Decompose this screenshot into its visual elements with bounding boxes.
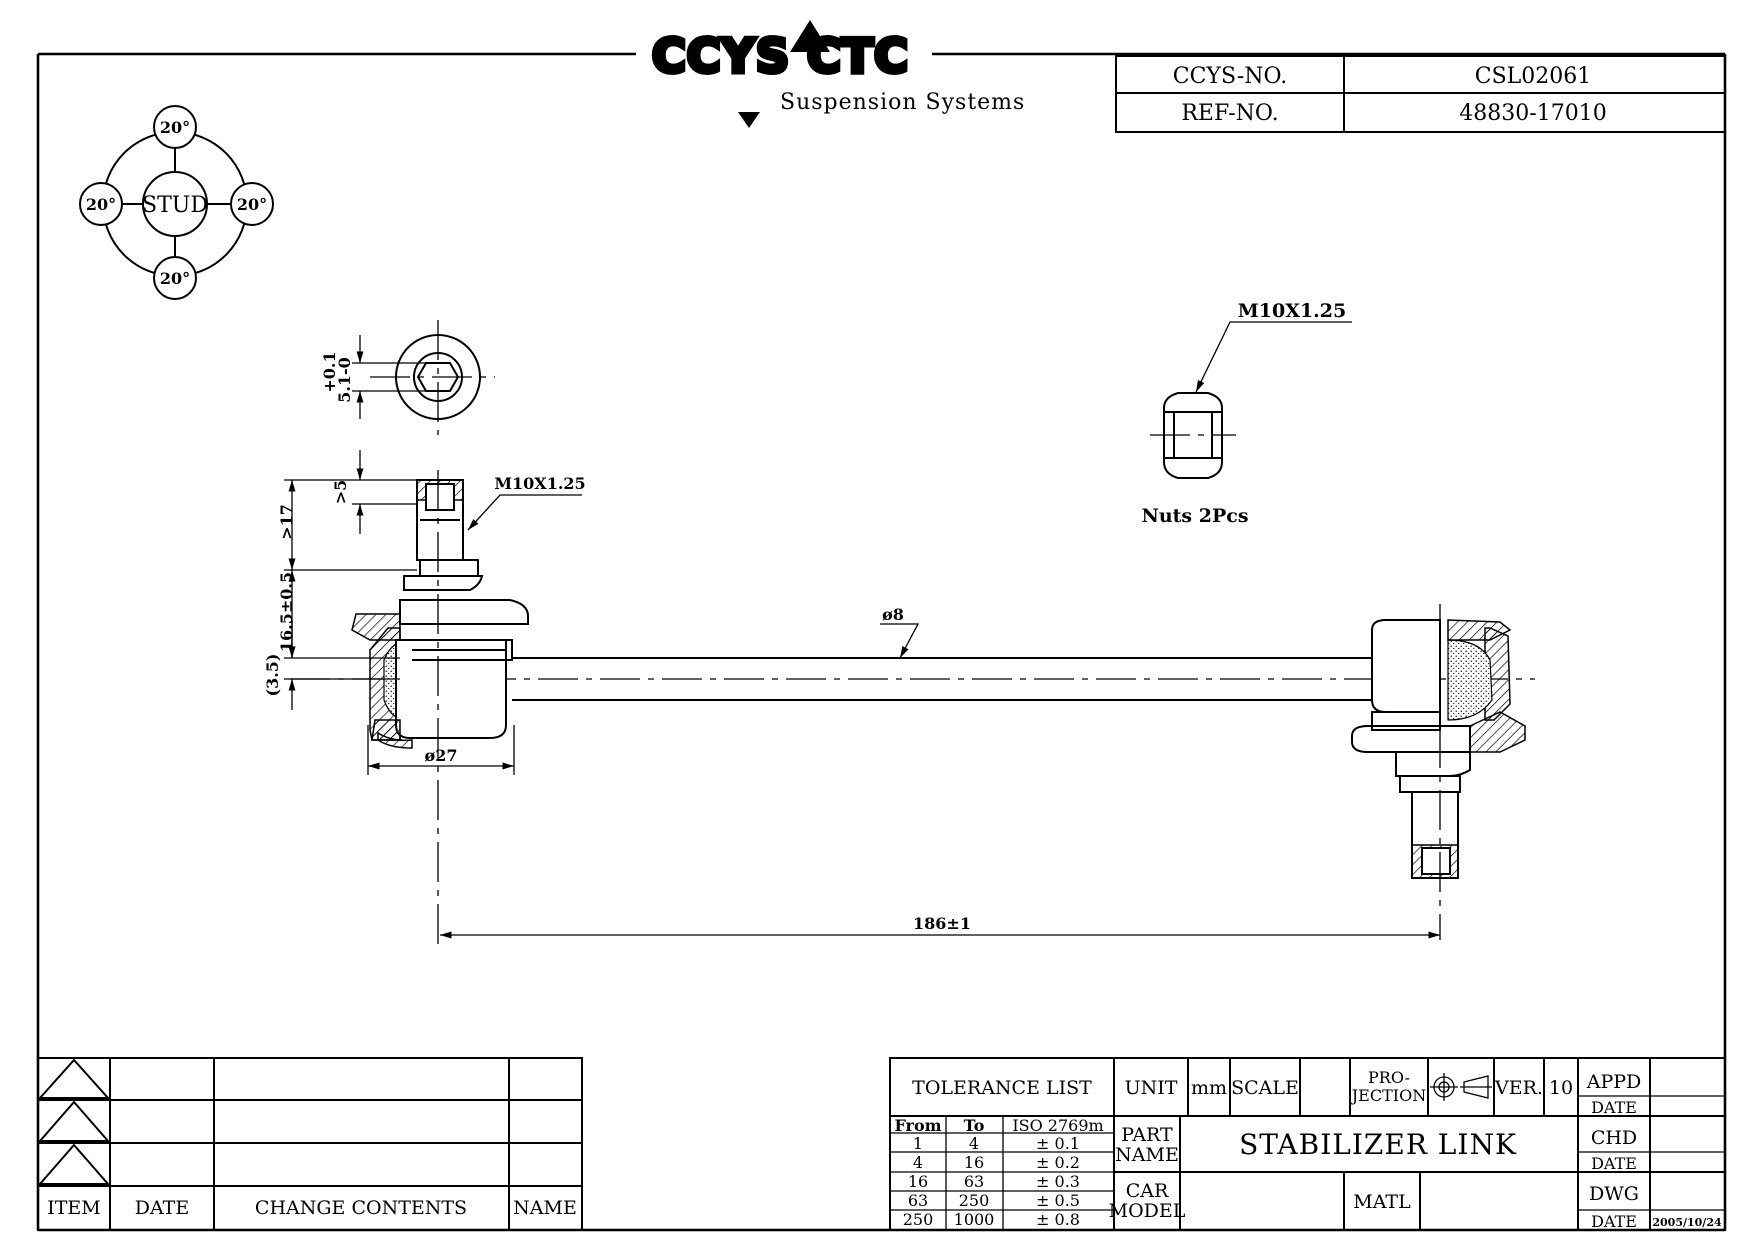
drawn-label: DWG xyxy=(1589,1183,1639,1205)
tolerance-rows: 1 4 ± 0.1 4 16 ± 0.2 16 63 ± 0.3 63 250 … xyxy=(903,1134,1080,1229)
dim-gt17: >17 xyxy=(277,504,296,540)
scale-label: SCALE xyxy=(1231,1077,1299,1099)
dim-height: 16.5±0.5 xyxy=(277,572,296,652)
revision-table: ITEM DATE CHANGE CONTENTS NAME xyxy=(37,1057,583,1231)
brand-logo: CCYS CTC Suspension Systems xyxy=(650,20,1025,128)
stabilizer-link-drawing xyxy=(290,470,1535,950)
tolerance-row-to: 1000 xyxy=(954,1210,995,1229)
logo-wordmark: CCYS CTC xyxy=(652,29,909,83)
logo-tagline: Suspension Systems xyxy=(780,90,1025,115)
logo-triangle-icon xyxy=(738,112,760,128)
hex-socket-end-view: +0.1 5.1-0 xyxy=(320,320,495,435)
part-name-label-line2: NAME xyxy=(1115,1144,1179,1166)
ref-no-label: REF-NO. xyxy=(1181,101,1278,126)
stud-thread-label: M10X1.25 xyxy=(494,474,585,493)
dim-rod-diameter: ø8 xyxy=(882,605,904,624)
hex-tolerance-top: +0.1 xyxy=(320,351,339,392)
tolerance-row-from: 4 xyxy=(913,1153,923,1172)
unit-value: mm xyxy=(1191,1077,1227,1099)
approved-label: APPD xyxy=(1586,1071,1642,1093)
tolerance-row-from: 250 xyxy=(903,1210,934,1229)
tolerance-header-to: To xyxy=(964,1116,985,1135)
hex-tolerance-main: 5.1-0 xyxy=(335,357,354,403)
title-block: TOLERANCE LIST From To ISO 2769m 1 4 ± 0… xyxy=(889,1057,1726,1231)
tolerance-header-from: From xyxy=(894,1116,941,1135)
nut-thread-label: M10X1.25 xyxy=(1238,300,1347,322)
stud-angle-right: 20° xyxy=(237,195,267,214)
ccys-no-label: CCYS-NO. xyxy=(1173,64,1288,89)
dim-housing-diameter: ø27 xyxy=(425,746,458,765)
tolerance-row-to: 63 xyxy=(964,1172,984,1191)
dim-offset: (3.5) xyxy=(263,654,282,697)
part-name-label-line1: PART xyxy=(1121,1124,1173,1146)
tolerance-row-to: 16 xyxy=(964,1153,984,1172)
revision-triangle-icon xyxy=(37,1058,111,1185)
dim-gt5: >5 xyxy=(331,480,350,505)
tolerance-list-title: TOLERANCE LIST xyxy=(912,1077,1092,1099)
tolerance-row-value: ± 0.5 xyxy=(1036,1191,1080,1210)
stud-angle-top: 20° xyxy=(160,118,190,137)
drawn-date-label: DATE xyxy=(1591,1212,1637,1231)
tolerance-row-from: 1 xyxy=(913,1134,923,1153)
checked-label: CHD xyxy=(1591,1127,1637,1149)
revision-header-name: NAME xyxy=(513,1197,577,1219)
car-model-label-line2: MODEL xyxy=(1109,1200,1186,1222)
revision-header-change-contents: CHANGE CONTENTS xyxy=(255,1197,467,1219)
revision-header-date: DATE xyxy=(135,1197,189,1219)
tolerance-header-iso: ISO 2769m xyxy=(1012,1116,1103,1135)
stud-label: STUD xyxy=(142,193,208,218)
drawn-date-value: 2005/10/24 xyxy=(1652,1216,1722,1229)
tolerance-row-value: ± 0.8 xyxy=(1036,1210,1080,1229)
tolerance-row-to: 250 xyxy=(959,1191,990,1210)
dim-length: 186±1 xyxy=(913,914,971,933)
material-label: MATL xyxy=(1353,1191,1411,1213)
stud-angle-diagram: STUD 20° 20° 20° 20° xyxy=(79,105,274,300)
ccys-no-value: CSL02061 xyxy=(1475,64,1592,89)
tolerance-row-value: ± 0.2 xyxy=(1036,1153,1080,1172)
stud-angle-bottom: 20° xyxy=(160,269,190,288)
revision-header-item: ITEM xyxy=(47,1197,101,1219)
logo-apex-icon xyxy=(790,20,830,52)
projection-label-line1: PRO- xyxy=(1368,1068,1410,1087)
tolerance-row-from: 16 xyxy=(908,1172,928,1191)
projection-symbol-icon xyxy=(1430,1073,1492,1101)
projection-label-line2: JECTION xyxy=(1350,1086,1426,1105)
header-table: CCYS-NO. CSL02061 REF-NO. 48830-17010 xyxy=(1115,55,1726,133)
nuts-quantity-label: Nuts 2Pcs xyxy=(1141,505,1248,527)
main-dimensions: M10X1.25 >5 >17 16.5±0.5 (3.5) ø8 ø27 18… xyxy=(263,450,1440,939)
tolerance-row-from: 63 xyxy=(908,1191,928,1210)
stud-angle-left: 20° xyxy=(86,195,116,214)
checked-date-label: DATE xyxy=(1591,1154,1637,1173)
ref-no-value: 48830-17010 xyxy=(1459,101,1606,126)
car-model-label-line1: CAR xyxy=(1126,1180,1169,1202)
version-value: 10 xyxy=(1549,1077,1573,1099)
part-name-value: STABILIZER LINK xyxy=(1239,1128,1517,1161)
tolerance-row-to: 4 xyxy=(969,1134,979,1153)
tolerance-row-value: ± 0.3 xyxy=(1036,1172,1080,1191)
nut-view: M10X1.25 Nuts 2Pcs xyxy=(1141,300,1352,527)
tolerance-row-value: ± 0.1 xyxy=(1036,1134,1080,1153)
approved-date-label: DATE xyxy=(1591,1098,1637,1117)
version-label: VER. xyxy=(1494,1077,1543,1099)
unit-label: UNIT xyxy=(1125,1077,1178,1099)
